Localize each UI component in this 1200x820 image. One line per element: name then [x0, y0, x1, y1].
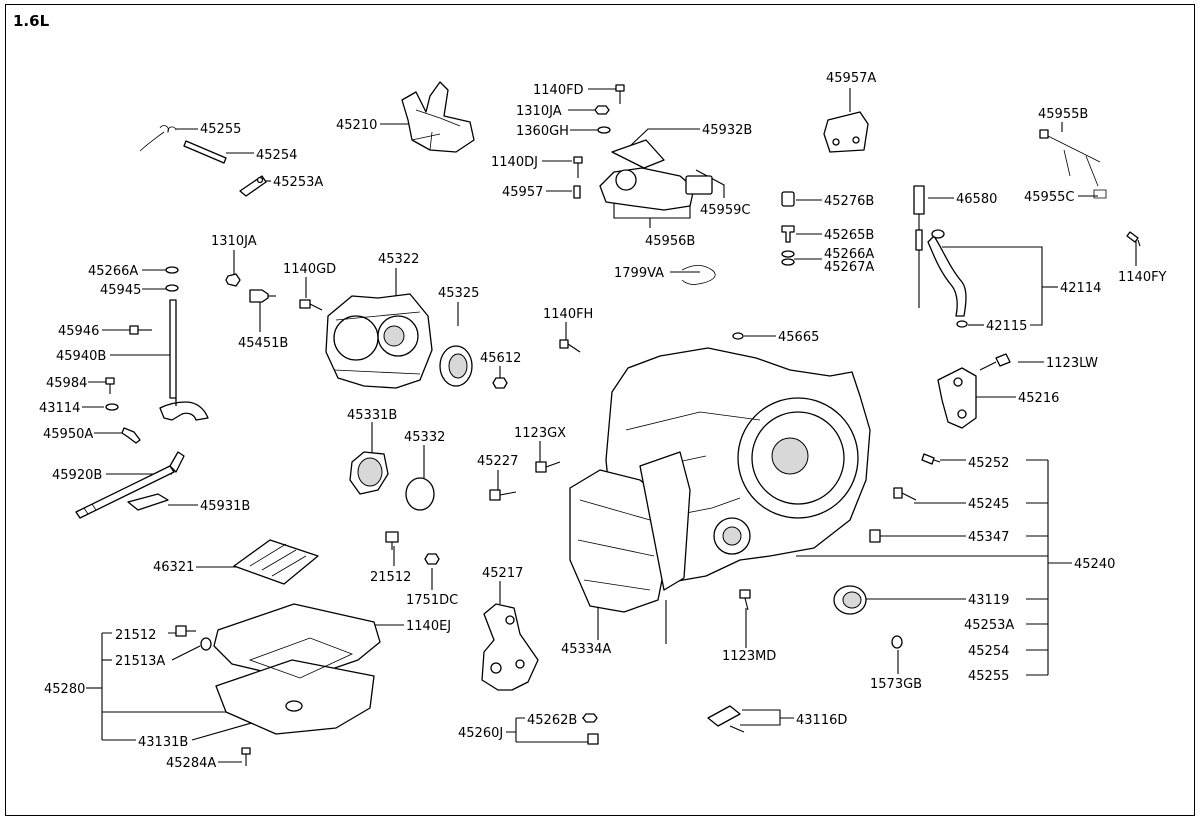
- part-label-45957: 45957: [502, 185, 543, 200]
- part-label-45240: 45240: [1074, 557, 1115, 572]
- part-label-45945: 45945: [100, 283, 141, 298]
- inhibitor-switch: [599, 129, 1107, 211]
- part-label-1140FH: 1140FH: [543, 307, 593, 322]
- part-label-43119: 43119: [968, 593, 1009, 608]
- part-label-21512-c: 21512: [370, 570, 411, 585]
- part-label-45931B: 45931B: [200, 499, 250, 514]
- part-number-labels: 45255 45254 45253A 45210 1140FD 1310JA 1360GH 4…: [39, 71, 1167, 771]
- part-label-45932B: 45932B: [702, 123, 752, 138]
- part-label-45451B: 45451B: [238, 336, 288, 351]
- part-label-1140DJ: 1140DJ: [491, 155, 538, 170]
- part-label-43116D: 43116D: [796, 713, 847, 728]
- part-label-1123MD: 1123MD: [722, 649, 776, 664]
- part-label-1310JA-top: 1310JA: [516, 104, 562, 119]
- part-label-45946: 45946: [58, 324, 99, 339]
- part-label-1360GH: 1360GH: [516, 124, 569, 139]
- part-label-45665: 45665: [778, 330, 819, 345]
- part-label-21512-l: 21512: [115, 628, 156, 643]
- part-label-45950A: 45950A: [43, 427, 93, 442]
- part-label-45959C: 45959C: [700, 203, 750, 218]
- part-label-45267A: 45267A: [824, 260, 874, 275]
- part-label-45227: 45227: [477, 454, 518, 469]
- oil-pan-group: [213, 539, 381, 735]
- part-label-1140FY: 1140FY: [1118, 270, 1167, 285]
- part-label-45955C: 45955C: [1024, 190, 1074, 205]
- part-label-45216: 45216: [1018, 391, 1059, 406]
- part-label-45940B: 45940B: [56, 349, 106, 364]
- part-label-45955B: 45955B: [1038, 107, 1088, 122]
- part-label-46321: 46321: [153, 560, 194, 575]
- dipstick-assembly: [913, 185, 968, 328]
- part-label-45957A: 45957A: [826, 71, 876, 86]
- part-label-45254-r: 45254: [968, 644, 1009, 659]
- leader-lines: [82, 88, 1137, 763]
- part-label-42114: 42114: [1060, 281, 1101, 296]
- part-label-43131B: 43131B: [138, 735, 188, 750]
- part-label-45217: 45217: [482, 566, 523, 581]
- engine-variant-title: 1.6L: [13, 12, 50, 30]
- part-label-45210: 45210: [336, 118, 377, 133]
- part-label-45266A-r: 45266A: [824, 247, 874, 262]
- part-label-45332: 45332: [404, 430, 445, 445]
- part-label-45280: 45280: [44, 682, 85, 697]
- part-label-45254a: 45254: [256, 148, 297, 163]
- covers-seals: [325, 293, 867, 615]
- part-label-45253A: 45253A: [273, 175, 323, 190]
- part-label-45262B: 45262B: [527, 713, 577, 728]
- part-label-45276B: 45276B: [824, 194, 874, 209]
- part-label-45984: 45984: [46, 376, 87, 391]
- part-label-46580: 46580: [956, 192, 997, 207]
- part-label-1140FD: 1140FD: [533, 83, 584, 98]
- part-label-45322: 45322: [378, 252, 419, 267]
- part-label-1573GB: 1573GB: [870, 677, 922, 692]
- part-label-1123LW: 1123LW: [1046, 356, 1098, 371]
- part-label-45253A-r: 45253A: [964, 618, 1014, 633]
- part-label-43114: 43114: [39, 401, 80, 416]
- part-label-1751DC: 1751DC: [406, 593, 458, 608]
- part-label-1310JA-l: 1310JA: [211, 234, 257, 249]
- part-label-45347: 45347: [968, 530, 1009, 545]
- part-label-45265B: 45265B: [824, 228, 874, 243]
- part-label-42115: 42115: [986, 319, 1027, 334]
- part-label-1799VA: 1799VA: [614, 266, 664, 281]
- part-label-45331B: 45331B: [347, 408, 397, 423]
- part-label-1123GX: 1123GX: [514, 426, 566, 441]
- part-label-45284A: 45284A: [166, 756, 216, 771]
- part-label-45255-r: 45255: [968, 669, 1009, 684]
- diagram-frame: [5, 4, 1195, 816]
- part-label-45612: 45612: [480, 351, 521, 366]
- transaxle-case: [569, 347, 871, 613]
- part-label-45260J: 45260J: [458, 726, 503, 741]
- part-label-45325: 45325: [438, 286, 479, 301]
- part-label-45920B: 45920B: [52, 468, 102, 483]
- part-label-1140EJ: 1140EJ: [406, 619, 451, 634]
- fasteners: [75, 84, 1141, 766]
- part-label-45956B: 45956B: [645, 234, 695, 249]
- brackets: [401, 81, 977, 691]
- part-label-1140GD: 1140GD: [283, 262, 336, 277]
- part-label-45245: 45245: [968, 497, 1009, 512]
- part-label-21513A: 21513A: [115, 654, 165, 669]
- part-label-45252: 45252: [968, 456, 1009, 471]
- part-label-45334A: 45334A: [561, 642, 611, 657]
- part-label-45266A-l: 45266A: [88, 264, 138, 279]
- part-label-45255a: 45255: [200, 122, 241, 137]
